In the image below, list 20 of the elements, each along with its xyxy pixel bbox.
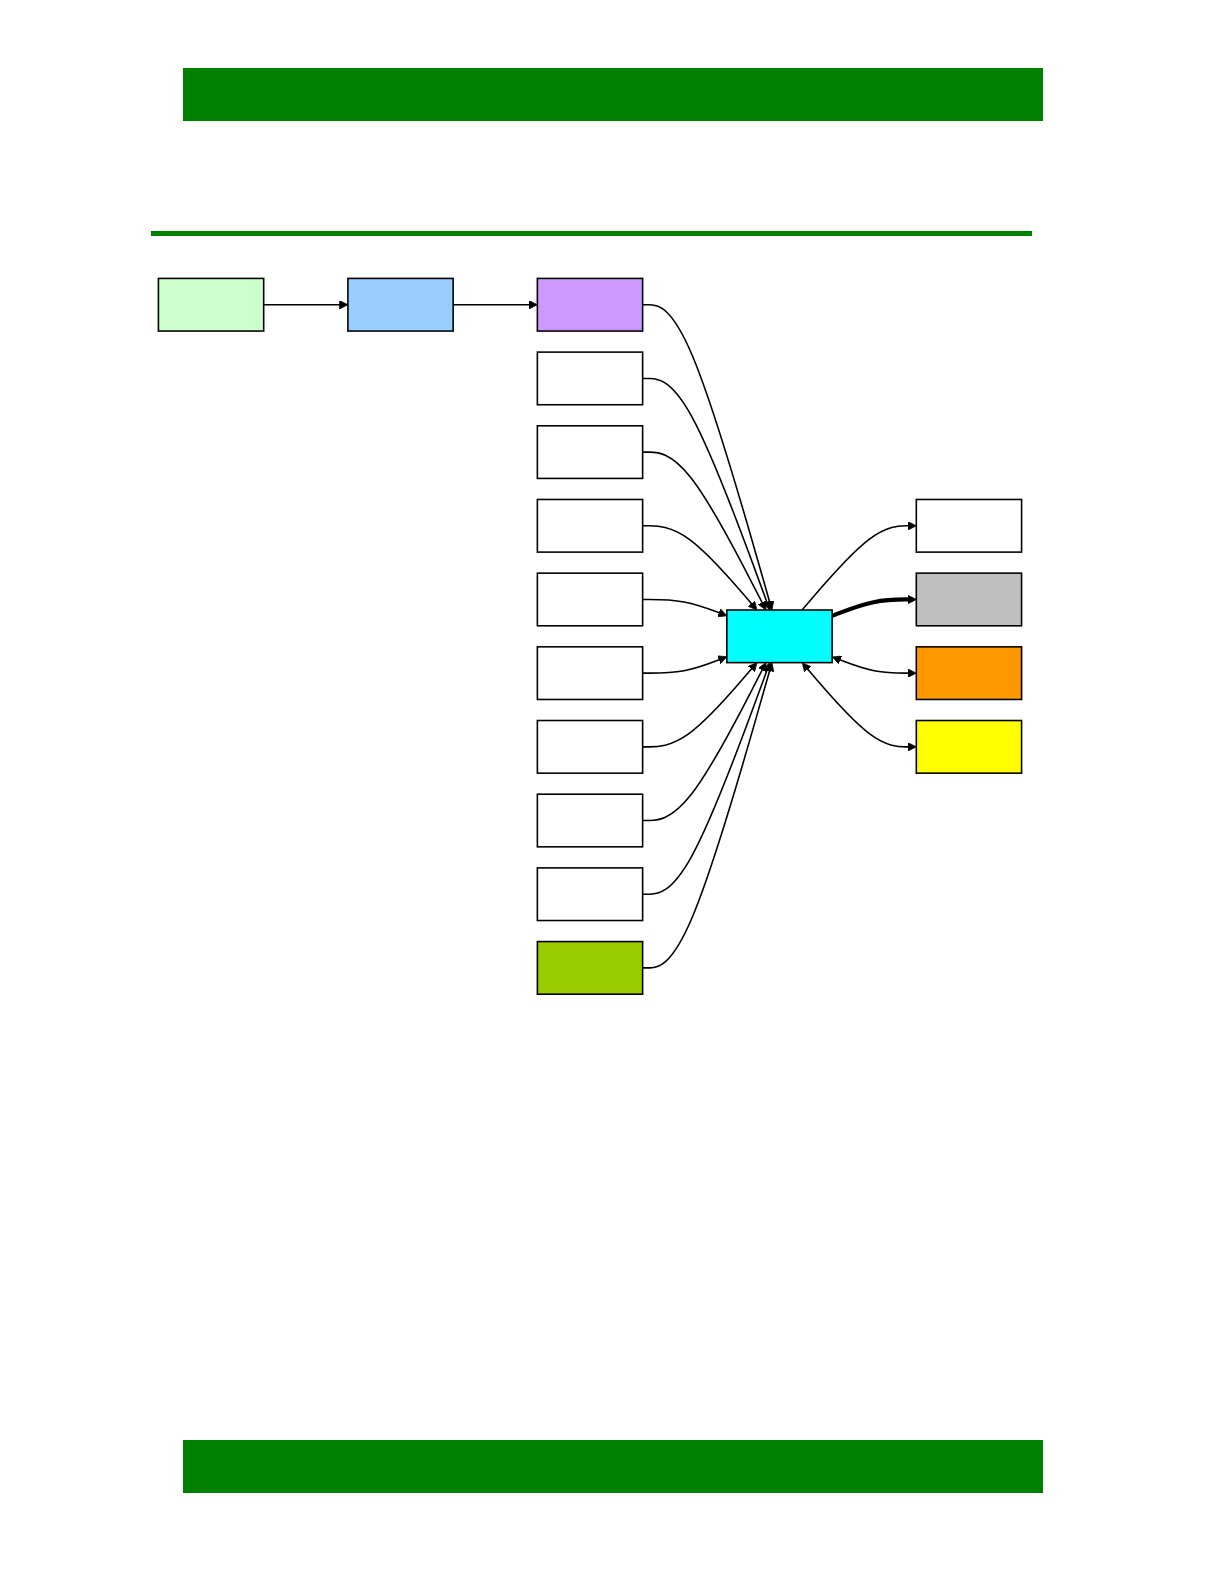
process-box [536,498,644,553]
arrow [801,521,917,611]
arrow [801,662,917,752]
process-box [536,351,644,406]
process-box [536,572,644,627]
process-box [536,867,644,922]
process-box [536,277,644,332]
arrow [832,655,917,678]
process-box [915,572,1023,627]
process-box [157,277,265,332]
process-box [536,425,644,480]
process-box [536,940,644,995]
process-box [915,498,1023,553]
process-box [536,793,644,848]
process-box [915,719,1023,774]
process-box [536,646,644,701]
process-box [536,719,644,774]
process-box [726,609,833,664]
process-box [347,277,454,332]
process-box [915,646,1023,701]
